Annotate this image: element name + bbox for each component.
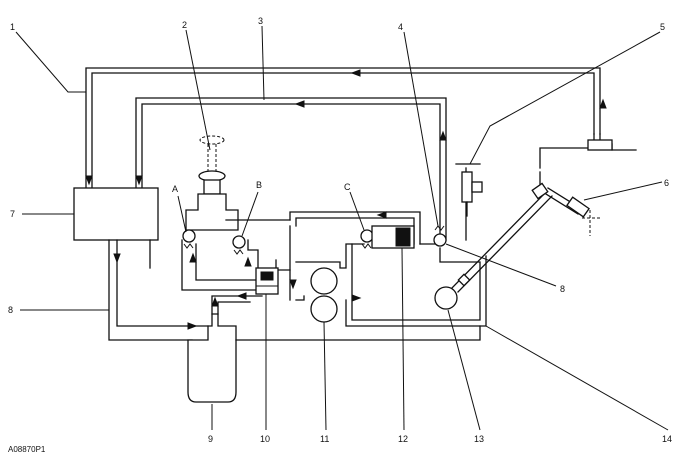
- top-return-line-inner: [91, 72, 595, 189]
- arrow-manifold-top: [376, 211, 387, 219]
- valve-a: [182, 229, 196, 243]
- arrow-into-reservoir-1: [85, 175, 93, 186]
- arrow-manifold-right: [351, 294, 362, 302]
- callout-10: 10: [260, 434, 270, 444]
- flow-arrows: [85, 69, 607, 330]
- arrow-reservoir-down: [113, 253, 121, 264]
- leader-4: [403, 31, 439, 227]
- manifold-step: [295, 243, 365, 269]
- valve-5-port: [471, 181, 483, 193]
- valve-4-spring: [434, 225, 445, 231]
- pipe-lines: [73, 67, 637, 403]
- leader-6: [583, 181, 663, 201]
- arrow-pump-up: [211, 296, 219, 307]
- arrow-valve-b: [244, 256, 252, 267]
- supply-line-outer: [108, 239, 193, 341]
- manifold-return-outer: [345, 255, 487, 327]
- callout-12: 12: [398, 434, 408, 444]
- leader-lines: [15, 25, 669, 431]
- arrow-valve-a-up: [189, 252, 197, 263]
- manifold-left-foot: [295, 295, 305, 301]
- arrow-to-pump: [187, 322, 198, 330]
- link-fitting: [457, 273, 471, 287]
- leader-b: [241, 191, 259, 237]
- leader-5: [469, 31, 661, 165]
- callout-5: 5: [660, 22, 665, 32]
- actuator-joint: [531, 182, 549, 200]
- top-right-fitting: [587, 139, 613, 151]
- callout-1: 1: [10, 22, 15, 32]
- leader-2: [185, 29, 211, 151]
- reservoir: [73, 187, 159, 241]
- callout-3: 3: [258, 16, 263, 26]
- callout-11: 11: [320, 434, 329, 444]
- actuator-cylinder: [566, 196, 590, 218]
- arrow-to-spool: [236, 292, 247, 300]
- steering-column: [203, 179, 221, 195]
- callout-8: 8: [8, 305, 13, 315]
- leader-a: [177, 195, 187, 233]
- control-valve-12-core: [395, 227, 411, 247]
- pump-outlet-line: [211, 295, 263, 315]
- valve-b: [232, 235, 246, 249]
- manifold-return: [351, 243, 481, 321]
- valve-5-body: [461, 171, 473, 203]
- components: [182, 139, 613, 323]
- arrow-top-line-left: [350, 69, 361, 77]
- figure-code: A08870P1: [8, 445, 46, 454]
- arrow-line-3-up: [439, 130, 447, 141]
- callout-a: A: [172, 184, 178, 194]
- return-line-3-inner: [141, 103, 441, 241]
- pump-body: [187, 313, 237, 403]
- callout-b: B: [256, 180, 262, 190]
- gear-lower: [310, 295, 338, 323]
- arrow-right-line-up: [599, 98, 607, 109]
- return-line-3-outer: [135, 97, 447, 241]
- callout-2: 2: [182, 20, 187, 30]
- leader-8b: [445, 243, 557, 287]
- spool-valve-core: [260, 271, 274, 281]
- valve-c: [360, 229, 374, 243]
- valve-b-link: [247, 239, 259, 271]
- arrow-into-reservoir-2: [135, 175, 143, 186]
- callout-14: 14: [662, 434, 672, 444]
- leader-14: [485, 325, 669, 431]
- valve-c-spring: [361, 243, 372, 249]
- valve-b-spring: [233, 249, 244, 255]
- labels: 1 2 3 4 5 6 7 8 9 10 11 12 13 14 8 A B C…: [8, 16, 672, 454]
- callout-13: 13: [474, 434, 484, 444]
- callout-6: 6: [664, 178, 669, 188]
- callout-9: 9: [208, 434, 213, 444]
- callout-8b: 8: [560, 284, 565, 294]
- valve-4: [433, 233, 447, 247]
- valve-a-drop: [181, 239, 259, 291]
- arrow-line-3-left: [294, 100, 305, 108]
- valve-a-drop-inner: [195, 243, 257, 281]
- callout-4: 4: [398, 22, 403, 32]
- leader-3: [261, 25, 265, 101]
- line-14-lower: [235, 325, 481, 341]
- accumulator-link-b: [457, 195, 553, 293]
- steering-gear-block: [185, 193, 239, 231]
- arrow-manifold-down: [289, 279, 297, 290]
- accumulator: [434, 286, 458, 310]
- steering-wheel-hidden: [199, 135, 225, 145]
- leader-c: [349, 191, 365, 231]
- callout-c: C: [344, 182, 351, 192]
- accumulator-link-a: [451, 191, 547, 289]
- pump-outlet-line-inner: [217, 301, 251, 315]
- leader-12: [401, 247, 405, 431]
- leader-13: [447, 309, 481, 431]
- valve-a-spring: [183, 243, 194, 249]
- actuator-rod-a: [545, 193, 579, 215]
- gear-upper: [310, 267, 338, 295]
- supply-line-inner: [116, 239, 209, 327]
- manifold-top: [289, 211, 421, 245]
- right-line-a: [539, 133, 595, 169]
- top-return-line-outer: [85, 67, 601, 189]
- callout-7: 7: [10, 209, 15, 219]
- leader-11: [323, 321, 327, 431]
- leader-1: [15, 31, 86, 93]
